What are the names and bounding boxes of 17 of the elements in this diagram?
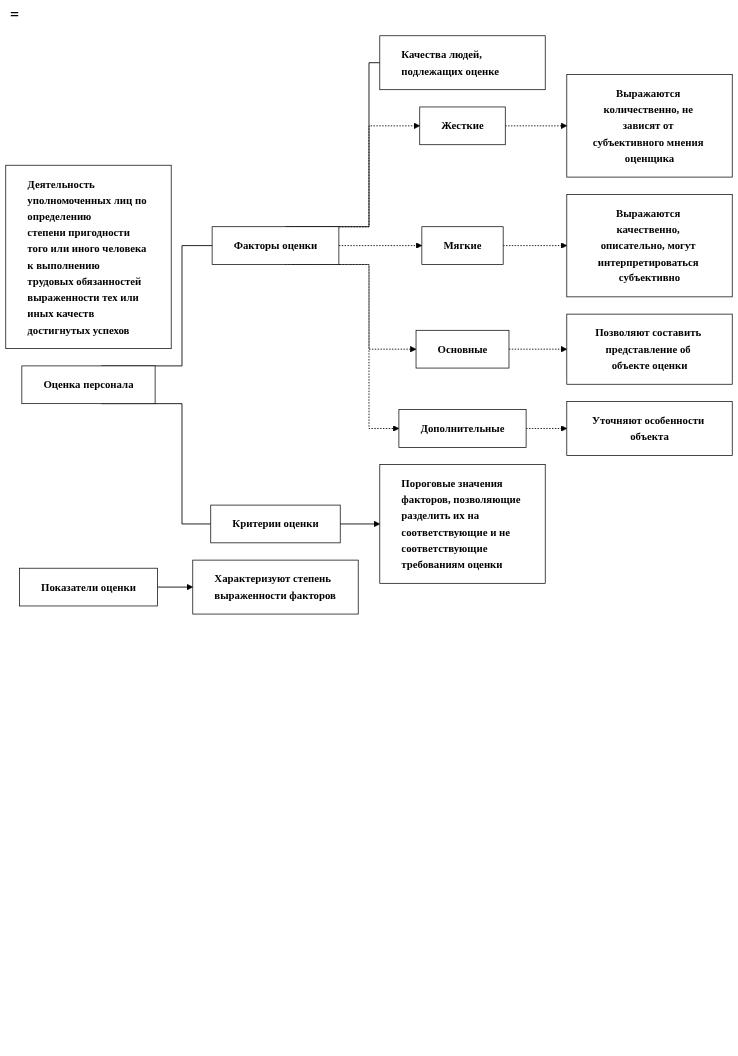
node-box: Уточняют особенности объекта [566,401,733,456]
node-box: Выражаются качественно, описательно, могут интерпретироваться субъективно [566,194,733,298]
node-box: Мягкие [421,226,504,265]
node-box: Показатели оценки [19,567,158,607]
node-box: Основные [415,329,510,369]
node-box: Деятельность уполномоченных лиц по определению степени пригодности того или иного человека к выполнению трудовых обязанностей выраженности тех или иных качеств достигнутых успехов [5,164,172,349]
node-box: Характеризуют степень выраженности факторов [192,559,359,615]
equals-sign: = [10,6,20,23]
node-box: Дополнительные [398,409,527,448]
node-box: Качества людей, подлежащих оценке [379,35,546,91]
node-box: Факторы оценки [211,226,340,265]
node-box: Критерии оценки [210,504,341,544]
node-box: Позволяют составить представление об объекте оценки [566,313,733,385]
node-box: Выражаются количественно, не зависят от субъективного мнения оценщика [566,74,733,178]
node-box: Оценка персонала [21,365,156,405]
node-box: Пороговые значения факторов, позволяющие разделить их на соответствующие и не соответствующие требованиям оценки [379,464,546,584]
node-box: Жесткие [419,106,506,146]
